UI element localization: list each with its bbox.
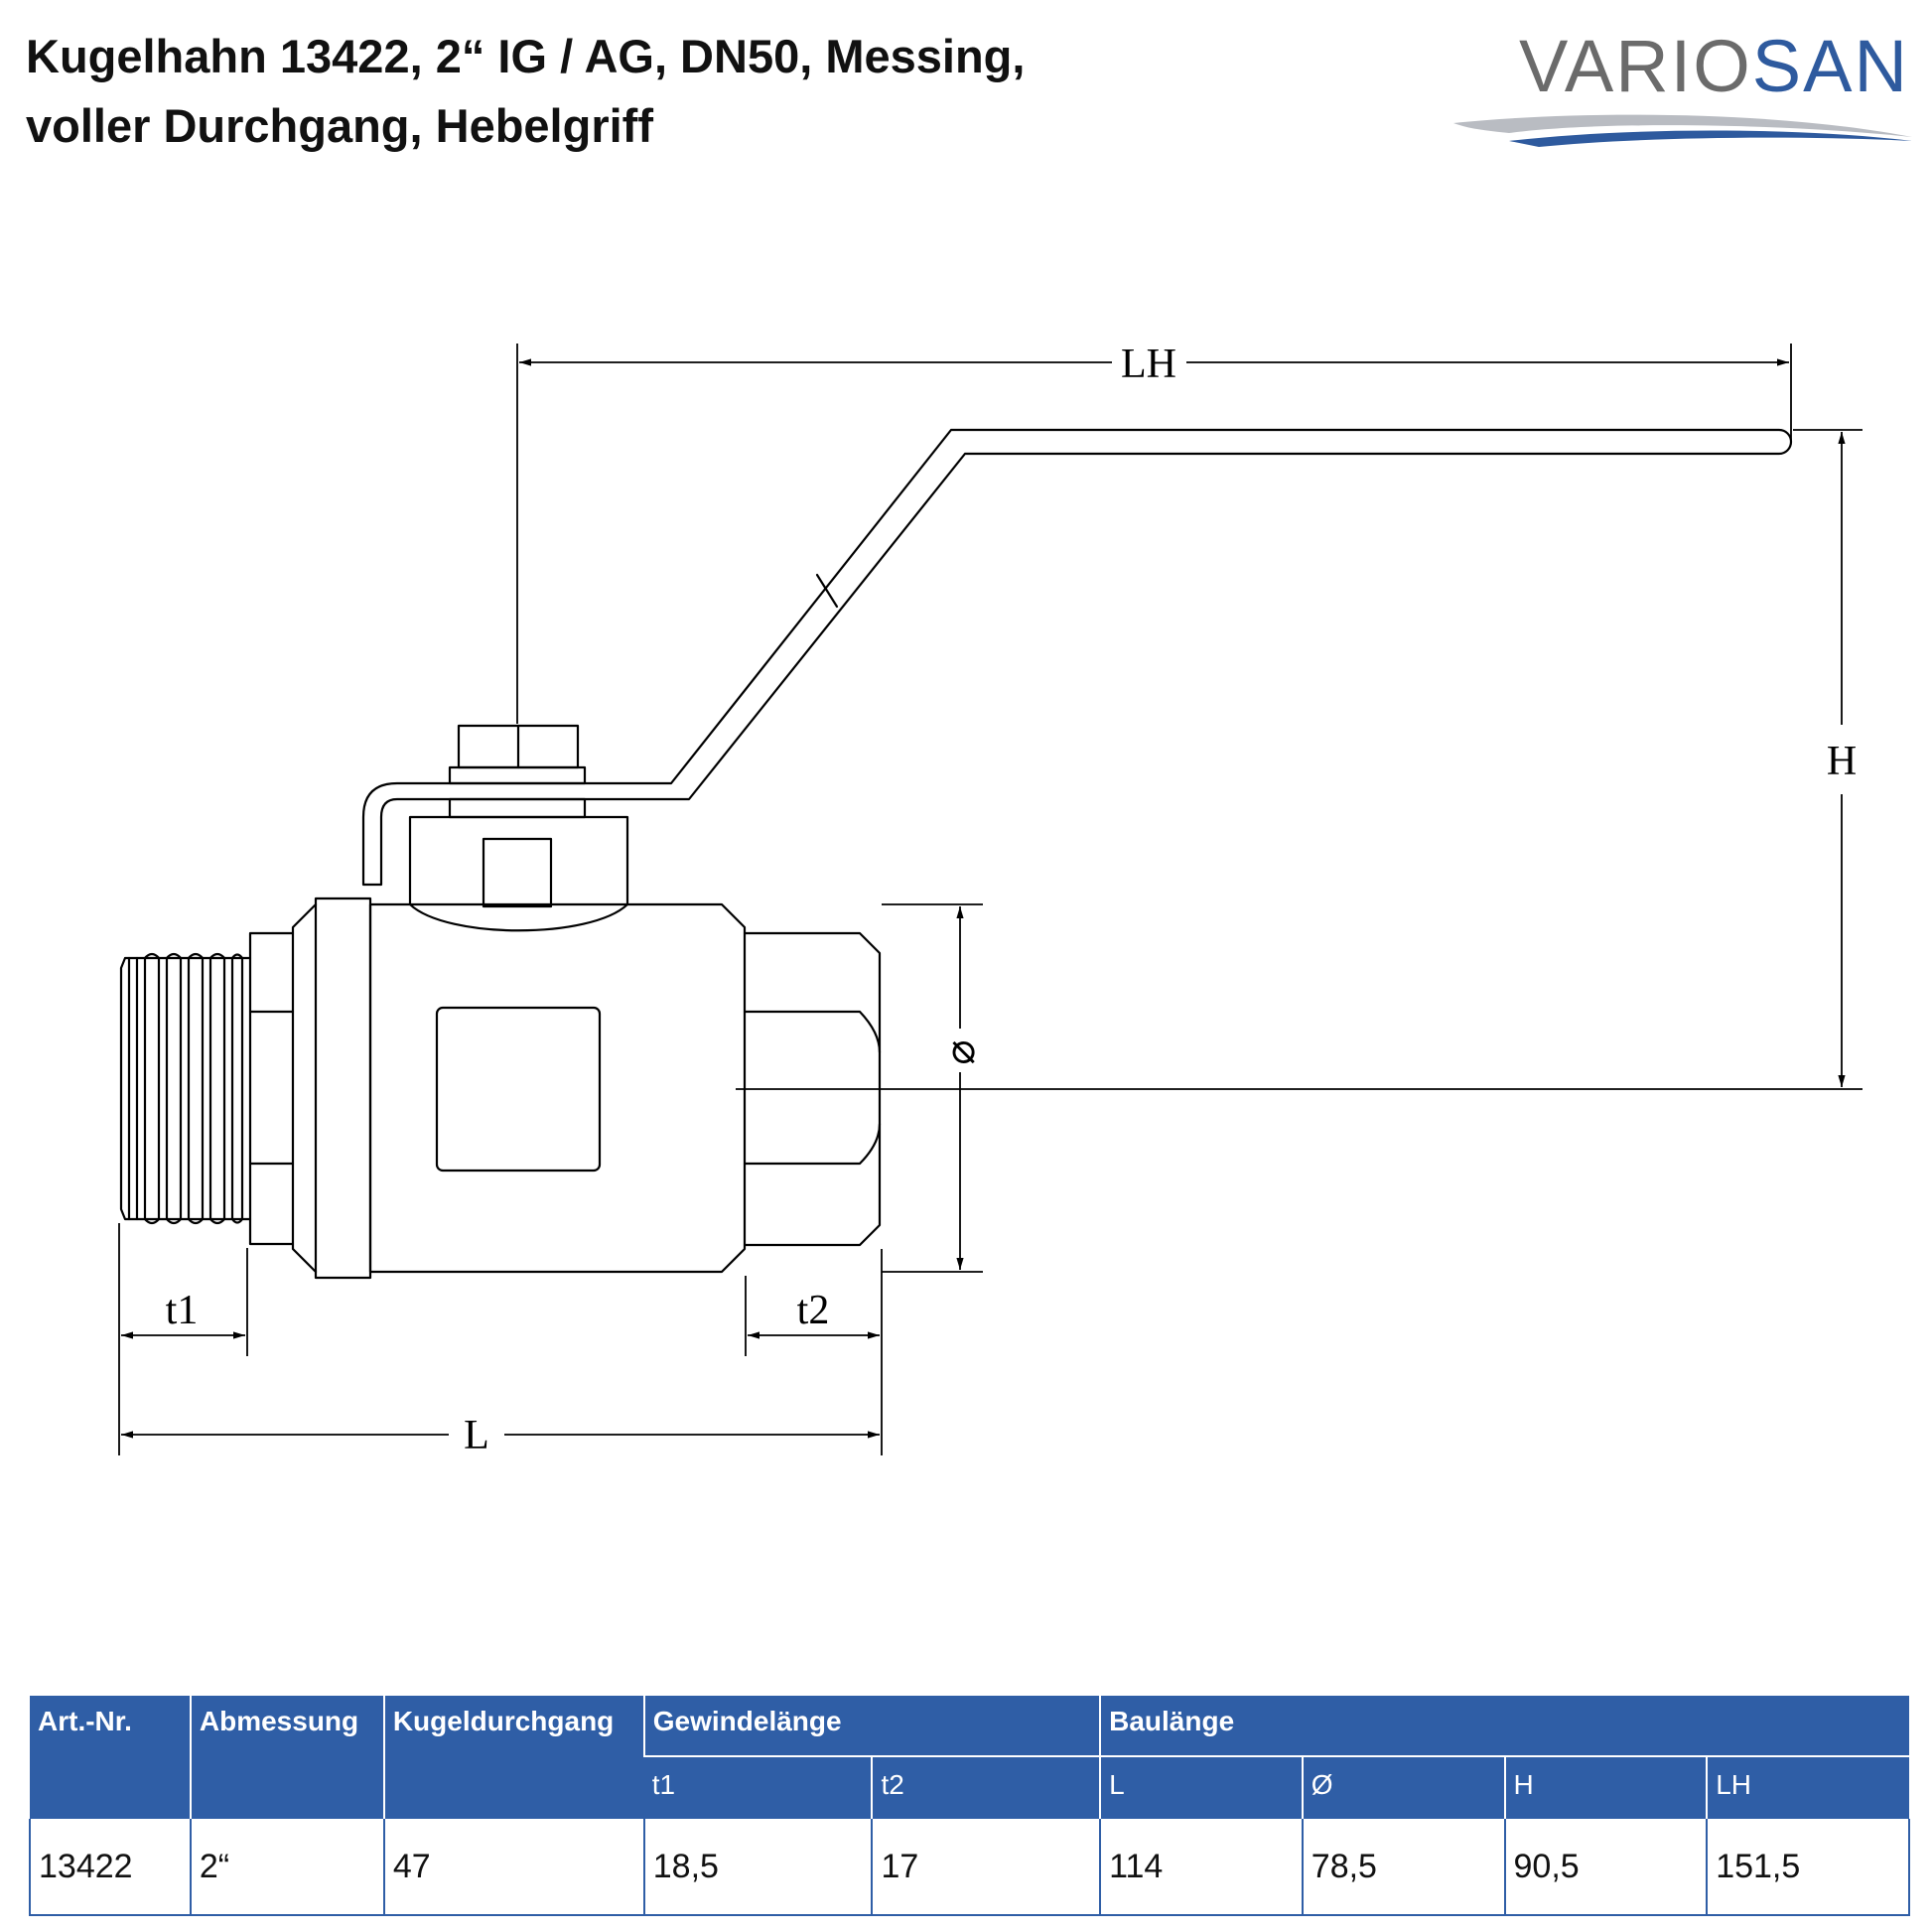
valve-body (368, 902, 747, 1274)
dimension-label-lh: LH (1121, 342, 1176, 387)
subheader-l: L (1099, 1755, 1303, 1819)
header-baulaenge: Baulänge (1099, 1696, 1909, 1756)
stem-nut (448, 724, 587, 819)
title-line-2: voller Durchgang, Hebelgriff (26, 99, 653, 152)
header-gewindelaenge: Gewindelänge (642, 1696, 1101, 1756)
logo-swoosh-icon (1453, 114, 1912, 147)
cell-diameter: 78,5 (1301, 1819, 1505, 1916)
bonnet (408, 815, 629, 908)
title-line-1: Kugelhahn 13422, 2“ IG / AG, DN50, Messi… (26, 30, 1026, 82)
specification-table: Art.-Nr. Abmessung Kugeldurchgang Gewind… (29, 1696, 1910, 1916)
subheader-lh: LH (1706, 1755, 1909, 1819)
header-kugeldurchgang: Kugeldurchgang (382, 1696, 644, 1819)
dimension-label-t2: t2 (797, 1288, 830, 1333)
page-title: Kugelhahn 13422, 2“ IG / AG, DN50, Messi… (26, 22, 1025, 161)
variosan-logo: VARIOSAN (1449, 12, 1916, 151)
logo-text-blue: SAN (1751, 25, 1909, 107)
logo-wordmark: VARIOSAN (1519, 22, 1909, 111)
table-subheader-row: t1 t2 L Ø H LH (30, 1755, 1909, 1819)
cell-art-nr: 13422 (29, 1819, 191, 1916)
cell-kugeldurchgang: 47 (382, 1819, 644, 1916)
cell-t1: 18,5 (642, 1819, 873, 1916)
male-thread (119, 952, 252, 1225)
cell-h: 90,5 (1503, 1819, 1708, 1916)
subheader-diameter: Ø (1301, 1755, 1505, 1819)
logo-text-grey: VARIO (1519, 25, 1752, 107)
dimension-label-h: H (1827, 739, 1857, 784)
table-header-row: Art.-Nr. Abmessung Kugeldurchgang Gewind… (30, 1696, 1909, 1819)
header-abmessung: Abmessung (189, 1696, 384, 1819)
header-art-nr: Art.-Nr. (30, 1696, 191, 1819)
subheader-t2: t2 (871, 1755, 1101, 1819)
lever-handle (361, 428, 1793, 887)
union-nut (248, 897, 372, 1280)
dimension-label-t1: t1 (166, 1288, 199, 1333)
cell-t2: 17 (871, 1819, 1101, 1916)
dimension-label-diameter: ⌀ (938, 1039, 984, 1064)
cell-lh: 151,5 (1706, 1819, 1910, 1916)
cell-l: 114 (1099, 1819, 1303, 1916)
subheader-t1: t1 (643, 1755, 873, 1819)
cell-abmessung: 2“ (189, 1819, 384, 1916)
dimension-label-l: L (464, 1413, 489, 1458)
subheader-h: H (1503, 1755, 1708, 1819)
table-row: 13422 2“ 47 18,5 17 114 78,5 90,5 151,5 (29, 1819, 1910, 1916)
